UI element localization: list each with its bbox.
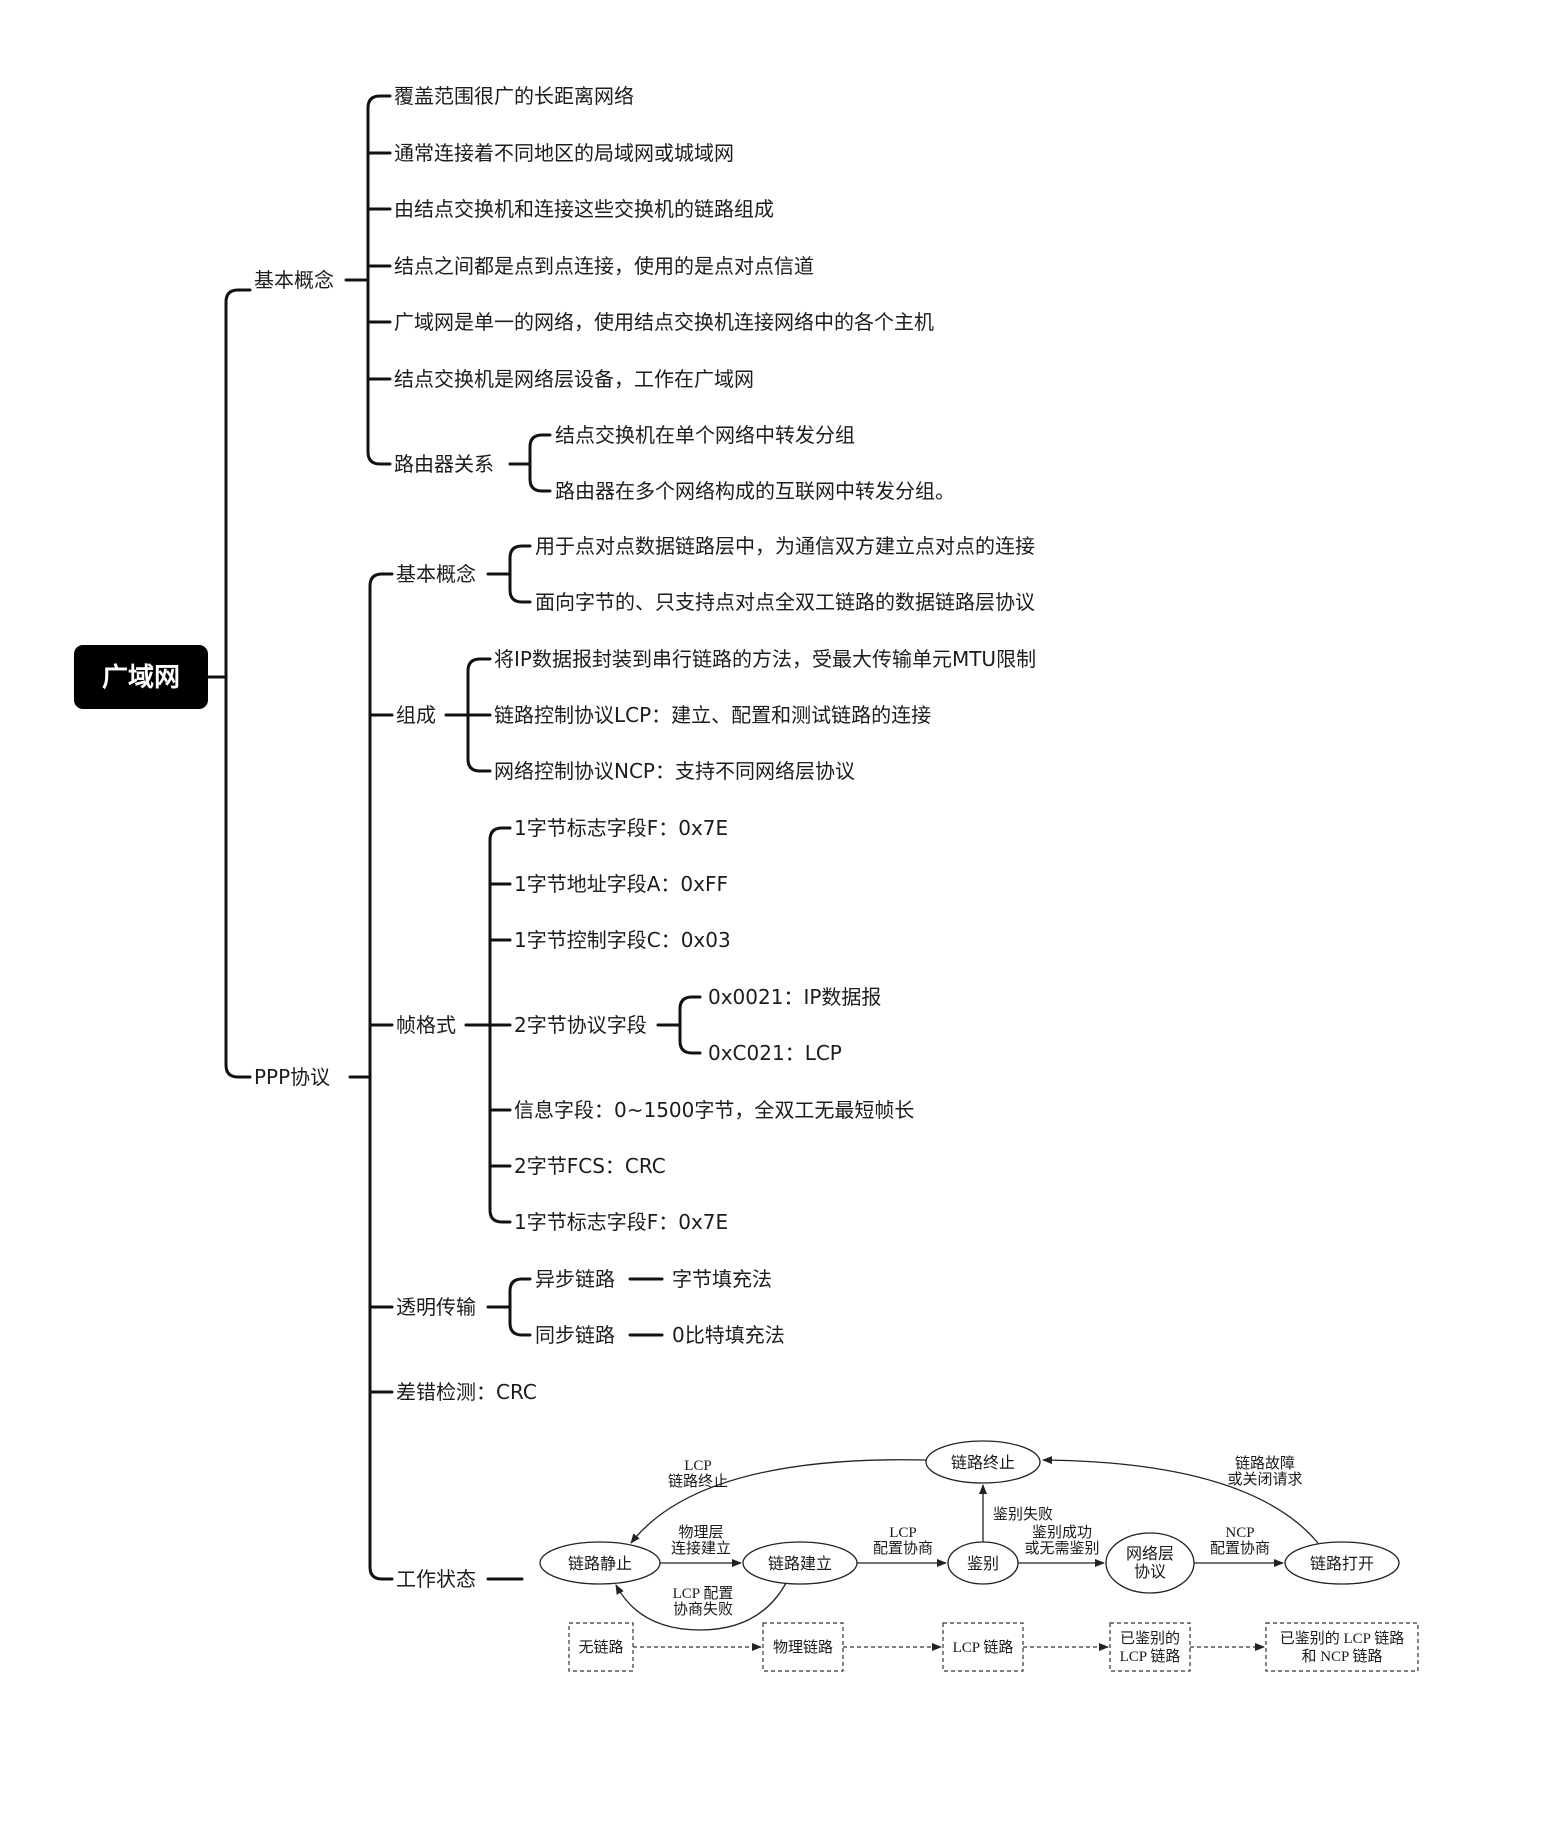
edge-label: 连接建立 — [671, 1540, 731, 1557]
edge-label: 链路故障 — [1235, 1454, 1295, 1472]
working-state-label[interactable]: 工作状态 — [396, 1567, 476, 1591]
phase-label: 无链路 — [578, 1639, 623, 1656]
router-relation-item: 路由器在多个网络构成的互联网中转发分组。 — [555, 479, 955, 503]
state-node-label: 链路静止 — [568, 1555, 632, 1573]
edge-label: 或关闭请求 — [1227, 1471, 1302, 1488]
frame-info-field: 信息字段：0~1500字节，全双工无最短帧长 — [514, 1098, 914, 1122]
ppp-state-diagram: 链路静止 链路建立 鉴别 网络层 协议 链路打开 链路终止 物理层 连接建立 L… — [539, 1440, 1419, 1672]
state-node-label: 网络层 — [1126, 1544, 1174, 1563]
transparent-label[interactable]: 透明传输 — [396, 1295, 476, 1319]
components-item: 将IP数据报封装到串行链路的方法，受最大传输单元MTU限制 — [494, 647, 1036, 671]
phase-label: 和 NCP 链路 — [1301, 1648, 1382, 1665]
sync-link-label[interactable]: 同步链路 — [535, 1323, 615, 1347]
router-relation-label[interactable]: 路由器关系 — [394, 452, 494, 476]
edge-link-failure — [1042, 1456, 1319, 1544]
edge-label: NCP — [1225, 1525, 1254, 1541]
edge-label: 鉴别成功 — [1032, 1524, 1092, 1541]
wan-concept-item: 由结点交换机和连接这些交换机的链路组成 — [394, 197, 774, 221]
frame-format-connectors — [464, 826, 512, 1224]
frame-protocol-item: 0x0021：IP数据报 — [708, 985, 881, 1009]
edge-label: 协商失败 — [673, 1601, 733, 1618]
root-node[interactable]: 广域网 — [74, 645, 208, 709]
edge-label: 配置协商 — [873, 1540, 933, 1557]
frame-control-field: 1字节控制字段C：0x03 — [514, 928, 731, 952]
edge-label: 鉴别失败 — [993, 1506, 1053, 1523]
phase-label: 物理链路 — [773, 1639, 833, 1656]
phase-label: LCP 链路 — [953, 1639, 1014, 1656]
edge-label: 链路终止 — [668, 1473, 728, 1490]
edge-label: LCP — [684, 1458, 712, 1474]
components-item: 网络控制协议NCP：支持不同网络层协议 — [494, 759, 855, 783]
frame-address-field: 1字节地址字段A：0xFF — [514, 872, 728, 896]
state-node-open[interactable]: 链路打开 — [1284, 1541, 1400, 1585]
wan-concept-item: 通常连接着不同地区的局域网或城域网 — [394, 141, 734, 165]
frame-protocol-item: 0xC021：LCP — [708, 1041, 842, 1065]
phase-full-link: 已鉴别的 LCP 链路 和 NCP 链路 — [1265, 1622, 1419, 1672]
edge-label: 或无需鉴别 — [1024, 1540, 1099, 1557]
phase-label: 已鉴别的 LCP 链路 — [1280, 1630, 1404, 1647]
frame-fcs-field: 2字节FCS：CRC — [514, 1154, 666, 1178]
frame-flag-field: 1字节标志字段F：0x7E — [514, 1210, 728, 1234]
state-node-label: 鉴别 — [967, 1555, 999, 1573]
components-connectors — [444, 657, 492, 773]
state-node-label: 协议 — [1134, 1563, 1166, 1581]
state-node-label: 链路终止 — [951, 1454, 1015, 1472]
ppp-concept-item: 用于点对点数据链路层中，为通信双方建立点对点的连接 — [535, 534, 1035, 558]
router-relation-connectors — [508, 433, 552, 493]
wan-concept-label[interactable]: 基本概念 — [254, 268, 334, 292]
edge-lcp-fail — [615, 1582, 787, 1631]
sync-link-method: 0比特填充法 — [672, 1323, 785, 1347]
components-label[interactable]: 组成 — [396, 703, 436, 727]
ppp-concept-connectors — [486, 544, 532, 604]
ppp-concept-item: 面向字节的、只支持点对点全双工链路的数据链路层协议 — [535, 590, 1035, 614]
edge-label: 物理层 — [678, 1524, 723, 1541]
components-item: 链路控制协议LCP：建立、配置和测试链路的连接 — [494, 703, 931, 727]
root-connectors — [206, 288, 252, 1079]
state-node-label: 链路打开 — [1310, 1555, 1374, 1573]
frame-protocol-connectors — [656, 995, 702, 1055]
async-link-method: 字节填充法 — [672, 1267, 772, 1291]
phase-lcp-link: LCP 链路 — [942, 1622, 1024, 1672]
ppp-concept-label[interactable]: 基本概念 — [396, 562, 476, 586]
edge-label: LCP — [889, 1525, 917, 1541]
wan-concept-item: 结点之间都是点到点连接，使用的是点对点信道 — [394, 254, 814, 278]
frame-protocol-label[interactable]: 2字节协议字段 — [514, 1013, 647, 1037]
wan-concept-item: 广域网是单一的网络，使用结点交换机连接网络中的各个主机 — [394, 310, 934, 334]
wan-concept-item: 覆盖范围很广的长距离网络 — [394, 84, 634, 108]
error-check-label: 差错检测：CRC — [396, 1380, 537, 1404]
state-node-establish[interactable]: 链路建立 — [742, 1541, 858, 1585]
frame-format-label[interactable]: 帧格式 — [396, 1013, 456, 1037]
state-node-auth[interactable]: 鉴别 — [947, 1541, 1019, 1585]
transparent-connectors — [486, 1277, 664, 1337]
async-link-label[interactable]: 异步链路 — [535, 1267, 615, 1291]
state-node-label: 链路建立 — [768, 1555, 832, 1573]
ppp-label[interactable]: PPP协议 — [254, 1065, 330, 1089]
edge-label: LCP 配置 — [673, 1585, 734, 1602]
router-relation-item: 结点交换机在单个网络中转发分组 — [555, 423, 855, 447]
phase-physical-link: 物理链路 — [762, 1622, 844, 1672]
phase-auth-lcp-link: 已鉴别的 LCP 链路 — [1109, 1622, 1191, 1672]
phase-label: LCP 链路 — [1120, 1648, 1181, 1665]
ppp-connectors — [348, 572, 394, 1581]
state-node-terminate[interactable]: 链路终止 — [925, 1440, 1041, 1484]
state-node-network[interactable]: 网络层 协议 — [1105, 1532, 1195, 1594]
root-label: 广域网 — [102, 663, 180, 693]
wan-concept-item: 结点交换机是网络层设备，工作在广域网 — [394, 367, 754, 391]
frame-flag-field: 1字节标志字段F：0x7E — [514, 816, 728, 840]
wan-concept-connectors — [344, 94, 392, 466]
phase-no-link: 无链路 — [568, 1622, 634, 1672]
phase-label: 已鉴别的 — [1120, 1630, 1180, 1647]
edge-label: 配置协商 — [1210, 1540, 1270, 1557]
state-node-dead[interactable]: 链路静止 — [539, 1541, 661, 1585]
edge-lcp-terminate — [630, 1459, 927, 1544]
